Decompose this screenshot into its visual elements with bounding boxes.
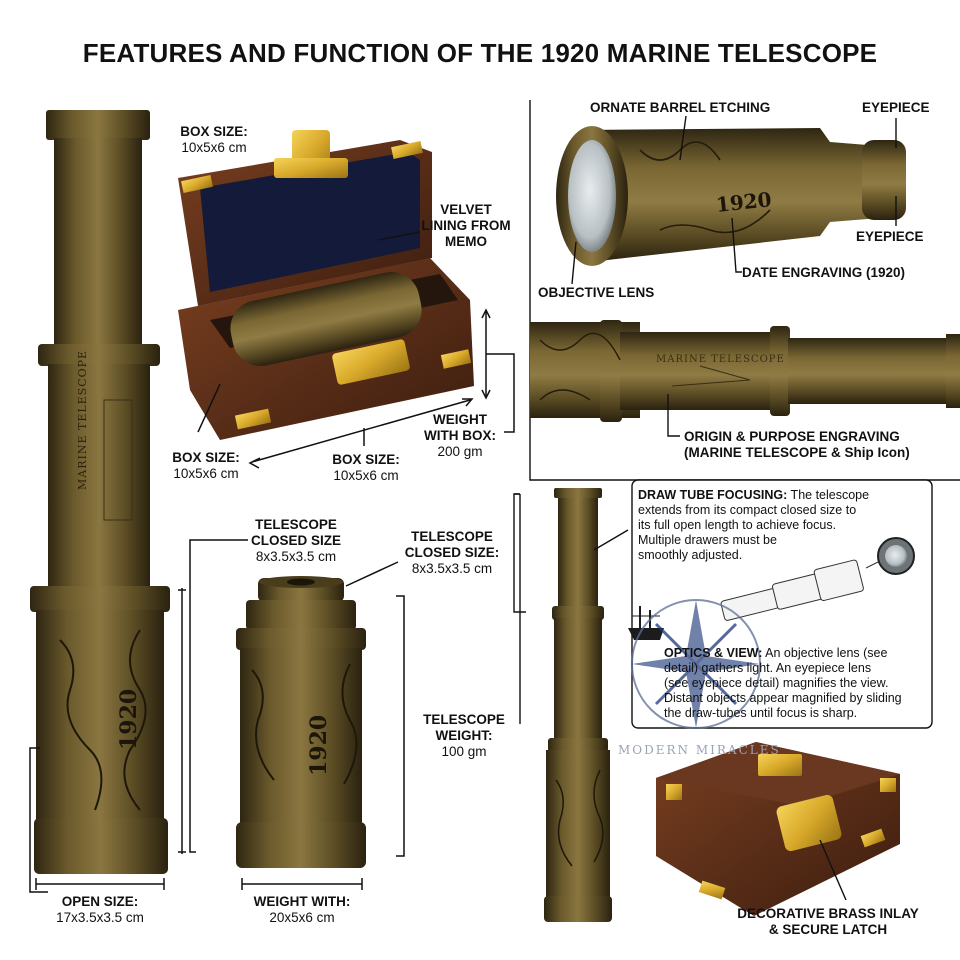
optics-line4: Distant objects appear magnified by slid…: [664, 691, 902, 705]
optics-description: OPTICS & VIEW: An objective lens (see de…: [664, 646, 930, 721]
objective-lens-label: OBJECTIVE LENS: [538, 285, 655, 300]
origin-purpose-line2: (MARINE TELESCOPE & Ship Icon): [684, 445, 910, 460]
telescope-closed-right-line2: CLOSED SIZE:: [404, 545, 500, 560]
box-size-top-label: BOX SIZE: 10x5x6 cm: [166, 124, 262, 156]
telescope-closed-left-line2: CLOSED SIZE: [250, 533, 341, 548]
box-annotation-lines: [197, 231, 515, 469]
ornate-barrel-label: ORNATE BARREL ETCHING: [590, 100, 771, 115]
compass-watermark-icon: [631, 599, 761, 729]
velvet-lining-line3: MEMO: [445, 234, 487, 249]
velvet-lining-label: VELVET LINING FROM MEMO: [418, 202, 514, 250]
box-size-left-label: BOX SIZE: 10x5x6 cm: [158, 450, 254, 482]
optics-heading: OPTICS & VIEW:: [664, 646, 763, 660]
closed-telescope-year: 1920: [306, 715, 332, 776]
telescope-closed-right-line1: TELESCOPE: [411, 529, 493, 544]
draw-tube-description: DRAW TUBE FOCUSING: The telescope extend…: [638, 488, 928, 563]
telescope-closed-left-line1: TELESCOPE: [255, 517, 337, 532]
barrel-year: 1920: [715, 187, 773, 217]
open-size-label: OPEN SIZE: 17x3.5x3.5 cm: [40, 894, 160, 926]
optics-line5: the draw-tubes until focus is sharp.: [664, 706, 858, 720]
open-wooden-box: [178, 130, 474, 440]
origin-purpose-line1: ORIGIN & PURPOSE ENGRAVING: [684, 429, 900, 444]
box-size-left-heading: BOX SIZE:: [172, 450, 240, 465]
decorative-brass-label: DECORATIVE BRASS INLAY & SECURE LATCH: [728, 906, 928, 938]
page-title: FEATURES AND FUNCTION OF THE 1920 MARINE…: [82, 38, 878, 68]
decorative-brass-line1: DECORATIVE BRASS INLAY: [737, 906, 919, 921]
date-engraving-label: DATE ENGRAVING (1920): [742, 265, 906, 280]
box-size-bottom-label: BOX SIZE: 10x5x6 cm: [318, 452, 414, 484]
velvet-lining-line1: VELVET: [440, 202, 492, 217]
weight-with-box-value: 200 gm: [437, 444, 483, 459]
weight-with-label: WEIGHT WITH: 20x5x6 cm: [242, 894, 362, 926]
optics-line1: An objective lens (see: [762, 646, 888, 660]
telescope-weight-line2: WEIGHT:: [435, 728, 493, 743]
weight-with-value: 20x5x6 cm: [269, 910, 335, 925]
draw-tube-line5: smoothly adjusted.: [638, 548, 743, 562]
open-telescope-year: 1920: [116, 689, 142, 750]
draw-tube-heading: DRAW TUBE FOCUSING:: [638, 488, 788, 502]
detail-annotation-lines: [571, 115, 897, 437]
open-size-heading: OPEN SIZE:: [61, 894, 139, 909]
eyepiece-bottom-label: EYEPIECE: [856, 229, 924, 244]
telescope-closed-right-value: 8x3.5x3.5 cm: [411, 561, 493, 576]
open-telescope: [30, 110, 170, 874]
optics-line2: detail) gathers light. An eyepiece lens: [664, 661, 872, 675]
brand-watermark: MODERN MIRACLES: [618, 743, 781, 757]
telescope-closed-left-value: 8x3.5x3.5 cm: [255, 549, 337, 564]
draw-tube-line3: its full open length to achieve focus.: [638, 518, 837, 532]
telescope-closed-right-label: TELESCOPE CLOSED SIZE: 8x3.5x3.5 cm: [392, 529, 512, 577]
weight-with-box-line1: WEIGHT: [433, 412, 487, 427]
open-telescope-engraving: MARINE TELESCOPE: [76, 350, 89, 490]
draw-tube-line1: The telescope: [787, 488, 870, 502]
box-size-bottom-value: 10x5x6 cm: [333, 468, 399, 483]
weight-with-box-label: WEIGHT WITH BOX: 200 gm: [412, 412, 508, 460]
right-telescope: [544, 488, 612, 922]
telescope-closed-left-label: TELESCOPE CLOSED SIZE 8x3.5x3.5 cm: [236, 517, 356, 565]
origin-purpose-label: ORIGIN & PURPOSE ENGRAVING (MARINE TELES…: [684, 429, 910, 461]
velvet-lining-line2: LINING FROM: [421, 218, 511, 233]
box-size-bottom-heading: BOX SIZE:: [332, 452, 400, 467]
box-size-left-value: 10x5x6 cm: [173, 466, 239, 481]
drawtube-closeup: [530, 320, 960, 422]
closed-telescope: [236, 576, 366, 868]
weight-with-heading: WEIGHT WITH:: [253, 894, 351, 909]
weight-with-box-line2: WITH BOX:: [424, 428, 496, 443]
telescope-weight-value: 100 gm: [441, 744, 487, 759]
decorative-brass-line2: & SECURE LATCH: [768, 922, 888, 937]
box-size-top-value: 10x5x6 cm: [181, 140, 247, 155]
telescope-weight-label: TELESCOPE WEIGHT: 100 gm: [414, 712, 514, 760]
right-telescope-lines: [513, 493, 629, 724]
draw-tube-line4: Multiple drawers must be: [638, 533, 777, 547]
open-size-value: 17x3.5x3.5 cm: [56, 910, 144, 925]
dimension-lines-left: [29, 539, 405, 893]
eyepiece-top-label: EYEPIECE: [862, 100, 930, 115]
optics-line3: (see eyepiece detail) magnifies the view…: [664, 676, 889, 690]
drawtube-engraving: MARINE TELESCOPE: [656, 354, 785, 365]
closed-wooden-box: [656, 742, 900, 916]
draw-tube-line2: extends from its compact closed size to: [638, 503, 857, 517]
barrel-closeup: [556, 126, 906, 266]
telescope-weight-line1: TELESCOPE: [423, 712, 505, 727]
box-size-top-heading: BOX SIZE:: [180, 124, 248, 139]
